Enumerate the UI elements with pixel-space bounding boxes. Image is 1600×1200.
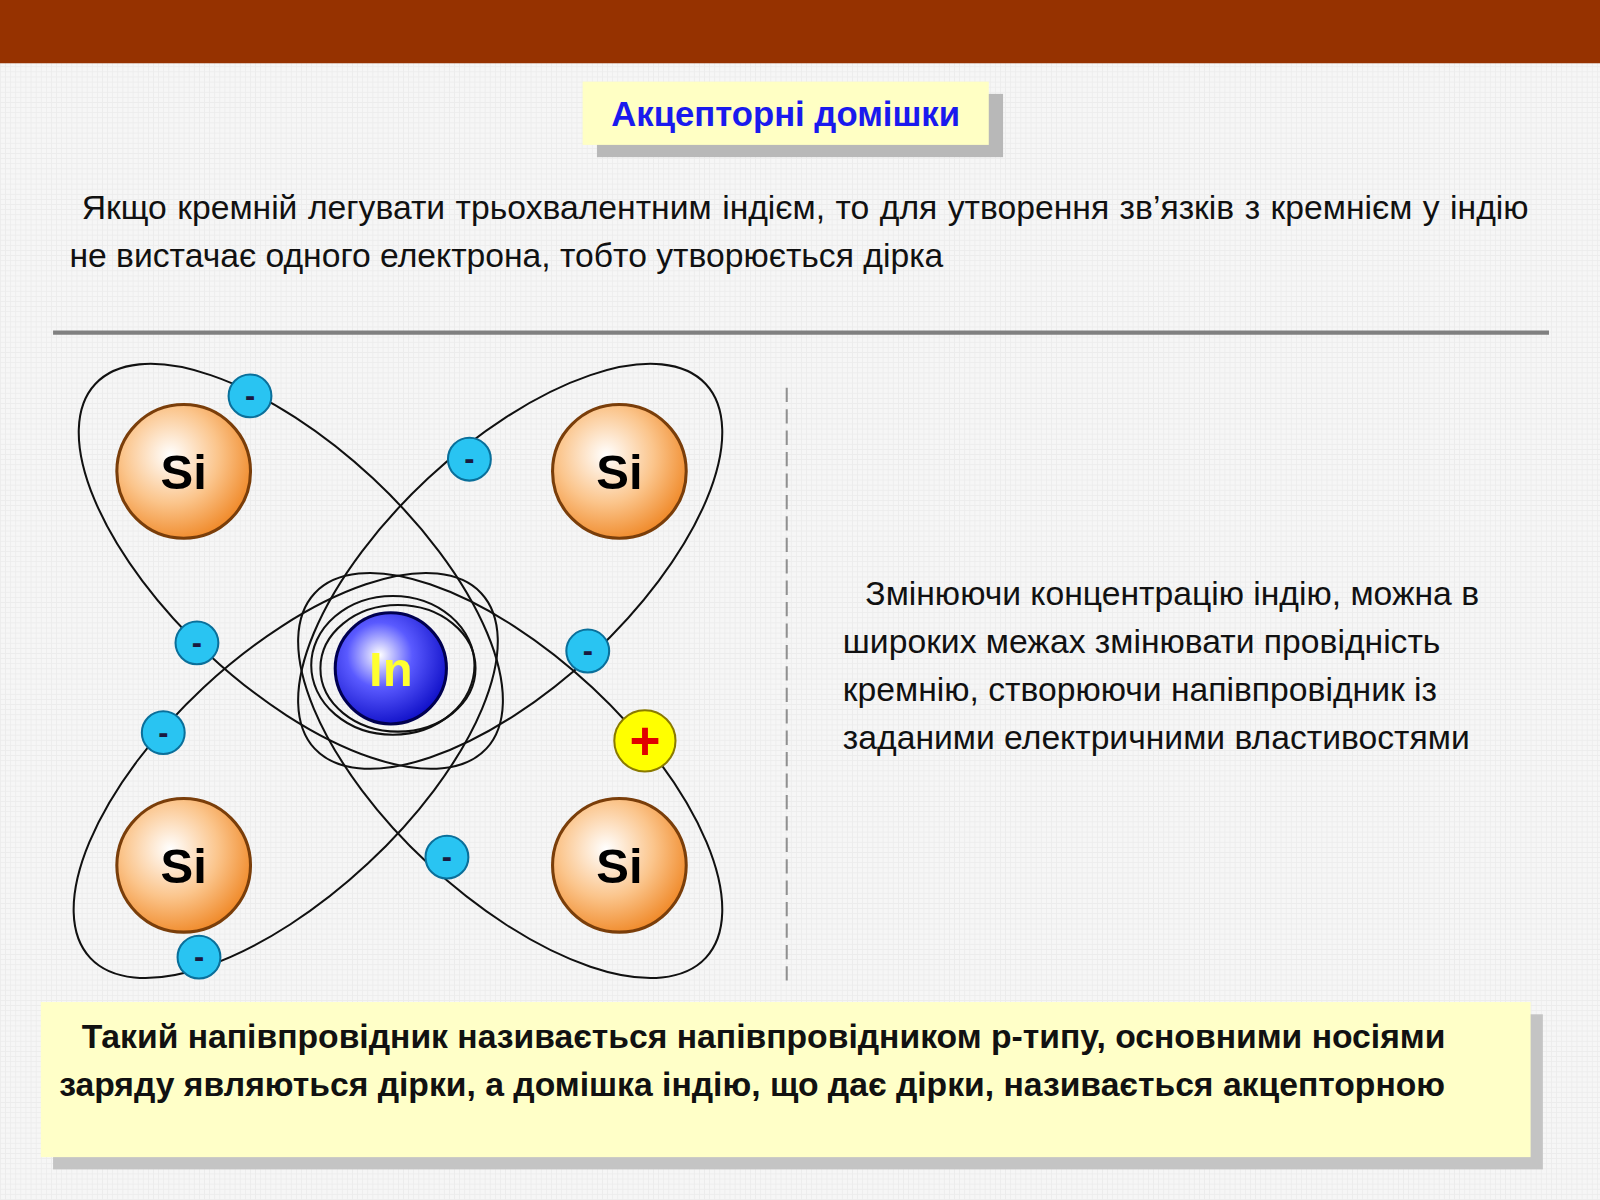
electron: - bbox=[177, 935, 222, 980]
electron-label: - bbox=[228, 373, 273, 418]
top-bar bbox=[0, 0, 1600, 63]
silicon-atom: Si bbox=[115, 797, 252, 934]
hole-label: + bbox=[613, 709, 676, 772]
electron-label: - bbox=[424, 835, 469, 880]
divider bbox=[53, 331, 1549, 335]
silicon-atom: Si bbox=[551, 797, 688, 934]
electron-label: - bbox=[177, 935, 222, 980]
electron-label: - bbox=[565, 629, 610, 674]
silicon-atom: Si bbox=[115, 403, 252, 540]
electron: - bbox=[565, 629, 610, 674]
electron-label: - bbox=[447, 437, 492, 482]
electron: - bbox=[424, 835, 469, 880]
dashed-divider bbox=[786, 388, 788, 988]
title-box: Акцепторні домішки bbox=[583, 82, 989, 145]
silicon-atom-label: Si bbox=[115, 797, 252, 934]
summary-text: Такий напівпровідник називається напівпр… bbox=[59, 1012, 1512, 1108]
orbits bbox=[8, 296, 788, 1046]
electron: - bbox=[141, 710, 186, 755]
indium-atom: In bbox=[334, 611, 448, 725]
slide-title: Акцепторні домішки bbox=[611, 90, 960, 137]
hole: + bbox=[613, 709, 676, 772]
silicon-atom: Si bbox=[551, 403, 688, 540]
indium-atom-label: In bbox=[334, 611, 448, 725]
summary-box: Такий напівпровідник називається напівпр… bbox=[41, 1002, 1531, 1157]
electron: - bbox=[174, 620, 219, 665]
intro-paragraph: Якщо кремній легувати трьохвалентним інд… bbox=[69, 184, 1528, 280]
electron: - bbox=[447, 437, 492, 482]
silicon-atom-label: Si bbox=[551, 403, 688, 540]
silicon-atom-label: Si bbox=[551, 797, 688, 934]
electron-label: - bbox=[174, 620, 219, 665]
side-paragraph: Змінюючи концентрацію індію, можна в шир… bbox=[843, 569, 1516, 761]
electron-label: - bbox=[141, 710, 186, 755]
electron: - bbox=[228, 373, 273, 418]
silicon-atom-label: Si bbox=[115, 403, 252, 540]
